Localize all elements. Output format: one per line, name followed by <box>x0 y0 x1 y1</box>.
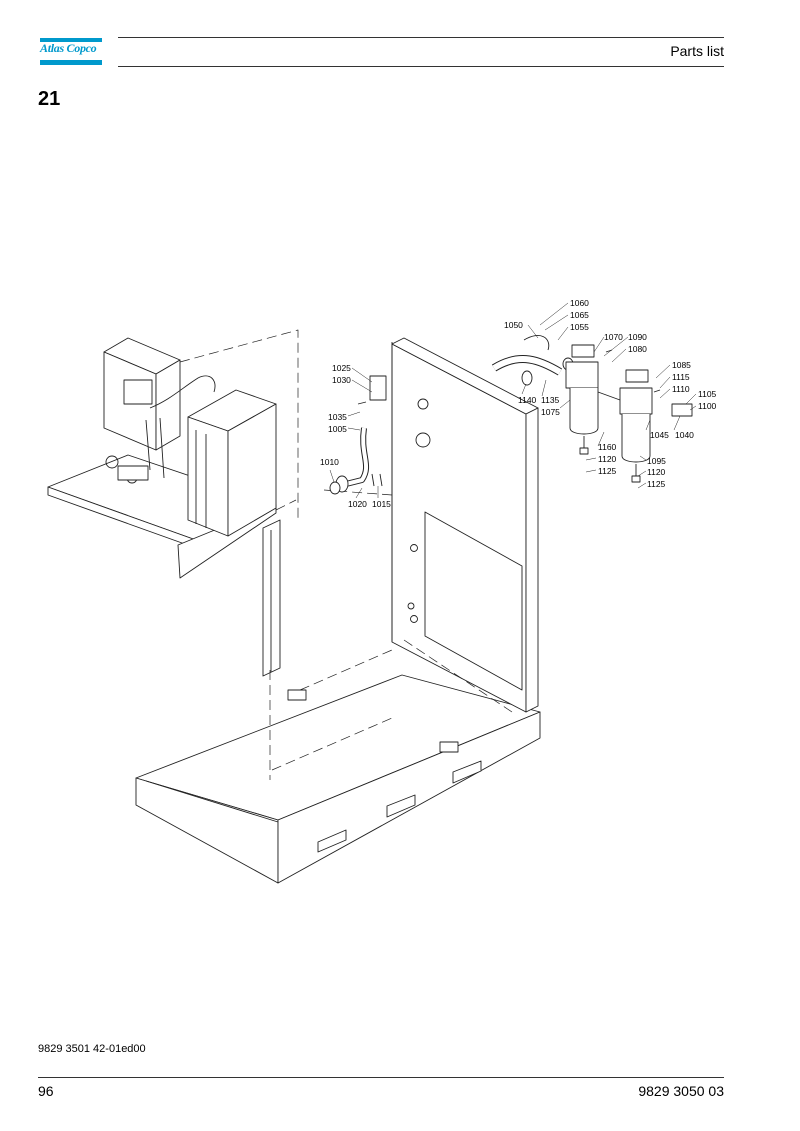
part-label: 1085 <box>672 360 691 370</box>
part-label: 1060 <box>570 298 589 308</box>
part-label: 1125 <box>598 466 617 476</box>
part-label: 1110 <box>672 384 690 394</box>
part-label: 1045 <box>650 430 669 440</box>
page-number: 96 <box>38 1083 54 1099</box>
part-label: 1115 <box>672 372 690 382</box>
part-label: 1025 <box>332 363 351 373</box>
header-rule-top <box>118 37 724 38</box>
page-title: Parts list <box>670 43 724 59</box>
part-label: 1050 <box>504 320 523 330</box>
part-label: 1160 <box>598 442 617 452</box>
part-label: 1030 <box>332 375 351 385</box>
section-number: 21 <box>38 88 61 110</box>
document-reference: 9829 3501 42-01ed00 <box>38 1043 146 1055</box>
part-label: 1100 <box>698 401 717 411</box>
header-rule-bottom <box>118 66 724 67</box>
logo-text: Atlas Copco <box>40 41 97 55</box>
part-labels: 1060 1065 1050 1055 1070 1090 1080 1085 … <box>320 298 717 509</box>
part-label: 1120 <box>647 467 666 477</box>
part-label: 1120 <box>598 454 617 464</box>
atlas-copco-logo: Atlas Copco <box>40 38 102 66</box>
drawing-lines <box>47 302 697 884</box>
document-number: 9829 3050 03 <box>638 1083 724 1099</box>
part-label: 1080 <box>628 344 647 354</box>
part-label: 1090 <box>628 332 647 342</box>
part-label: 1010 <box>320 457 339 467</box>
part-label: 1055 <box>570 322 589 332</box>
part-label: 1125 <box>647 479 666 489</box>
part-label: 1065 <box>570 310 589 320</box>
part-label: 1015 <box>372 499 391 509</box>
logo-bar-top <box>40 38 102 42</box>
part-label: 1075 <box>541 407 560 417</box>
logo-bar-bottom <box>40 60 102 65</box>
part-label: 1005 <box>328 424 347 434</box>
footer-rule <box>38 1077 724 1078</box>
part-label: 1070 <box>604 332 623 342</box>
part-label: 1040 <box>675 430 694 440</box>
part-label: 1095 <box>647 456 666 466</box>
part-label: 1135 <box>541 395 560 405</box>
part-label: 1140 <box>518 395 537 405</box>
part-label: 1105 <box>698 389 717 399</box>
part-label: 1035 <box>328 412 347 422</box>
part-label: 1020 <box>348 499 367 509</box>
